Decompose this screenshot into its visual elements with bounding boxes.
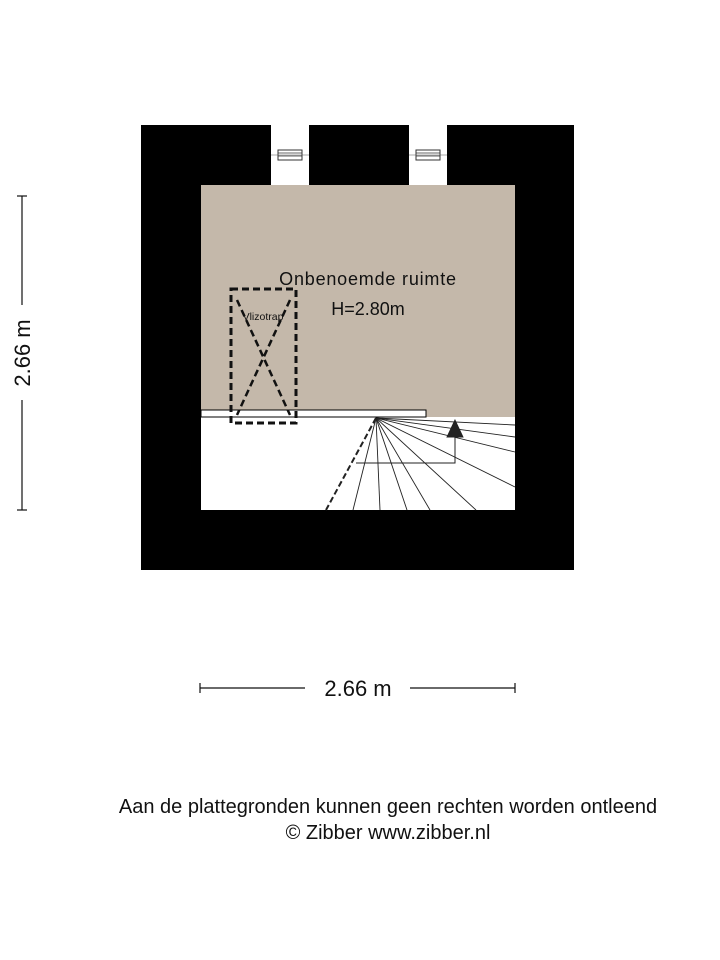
disclaimer-text: Aan de plattegronden kunnen geen rechten… <box>119 796 657 818</box>
attic-hatch <box>229 287 298 425</box>
hatch-label: Vlizotrap <box>243 311 284 323</box>
stair-railing <box>200 409 427 418</box>
dimension-vertical-label: 2.66 m <box>10 319 35 386</box>
room-height: H=2.80m <box>331 299 405 319</box>
dimension-vertical <box>17 195 27 511</box>
dimension-horizontal <box>199 683 516 693</box>
staircase <box>325 417 516 511</box>
window-right <box>409 125 447 185</box>
window-left <box>271 125 309 185</box>
room-name: Onbenoemde ruimte <box>279 269 457 289</box>
dimension-horizontal-label: 2.66 m <box>324 676 391 701</box>
copyright-text: © Zibber www.zibber.nl <box>286 822 491 844</box>
stair-direction-arrow-icon <box>446 418 464 438</box>
room-floor <box>201 185 515 417</box>
